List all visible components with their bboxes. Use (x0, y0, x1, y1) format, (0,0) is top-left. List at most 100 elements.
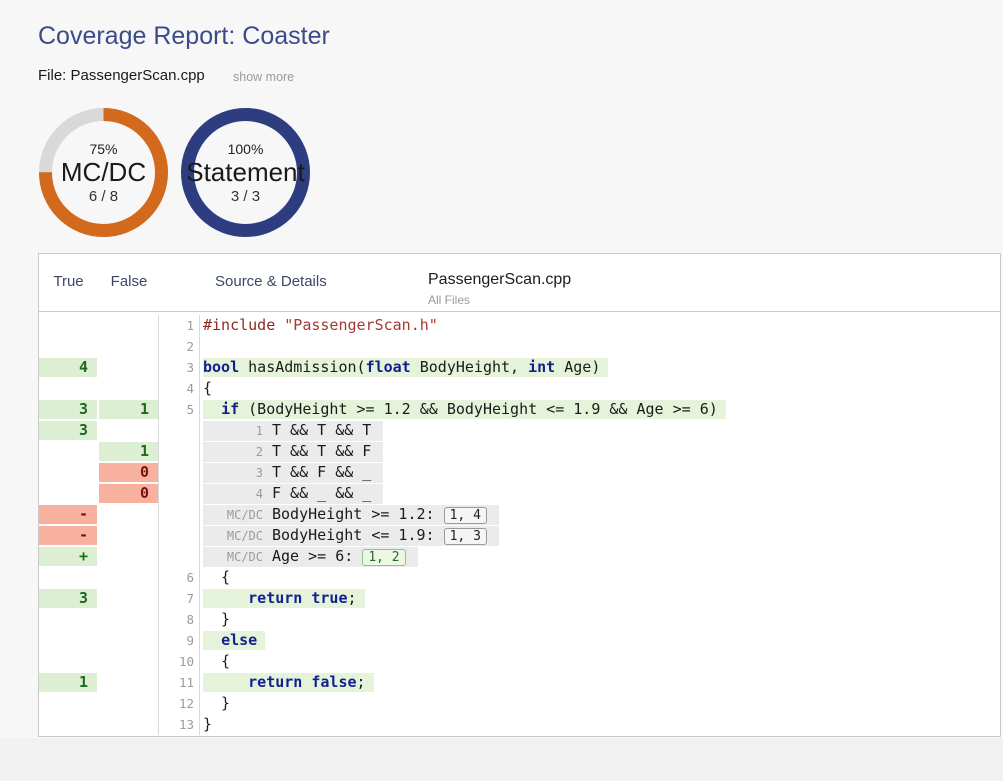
code-segment: T && T && F (272, 442, 372, 460)
false-count-cell (99, 336, 158, 357)
code-segment: (BodyHeight >= 1.2 && BodyHeight <= 1.9 … (239, 400, 718, 418)
source-cell: { (200, 378, 1000, 399)
true-count-cell (39, 609, 97, 630)
true-count-value: 3 (39, 400, 97, 419)
false-count-cell (99, 504, 158, 525)
false-count-value: 0 (99, 463, 158, 482)
line-number: 8 (158, 609, 200, 630)
condition-expression: T && F && _ (272, 463, 371, 481)
source-cell: 1 T && T && T (200, 420, 1000, 441)
mcdc-pair-badge: 1, 4 (443, 507, 487, 524)
code-segment: else (221, 631, 258, 649)
code-segment: { (203, 379, 213, 397)
false-count-value: 1 (99, 400, 158, 419)
code-segment: int (528, 358, 556, 376)
true-count-cell (39, 651, 97, 672)
line-number (158, 504, 200, 525)
true-count-cell: 3 (39, 588, 97, 609)
condition-label: MC/DC (226, 508, 263, 522)
line-number (158, 462, 200, 483)
false-count-cell (99, 588, 158, 609)
false-count-cell: 1 (99, 441, 158, 462)
code-row: 2 (39, 336, 1000, 357)
line-number: 2 (158, 336, 200, 357)
false-count-cell (99, 357, 158, 378)
code-segment: } (203, 610, 231, 628)
source-cell: #include "PassengerScan.h" (200, 315, 1000, 336)
code-line: } (203, 715, 220, 734)
footer-band (0, 738, 1003, 781)
false-count-cell (99, 651, 158, 672)
code-segment: return (248, 673, 303, 691)
false-count-value: 0 (99, 484, 158, 503)
true-count-cell: + (39, 546, 97, 567)
true-count-cell: - (39, 525, 97, 546)
line-number: 1 (158, 315, 200, 336)
code-segment: if (221, 400, 240, 418)
code-row: 10 { (39, 651, 1000, 672)
false-count-cell (99, 315, 158, 336)
code-segment: ; (347, 589, 357, 607)
condition-label: 1 (255, 424, 263, 438)
false-count-cell (99, 693, 158, 714)
true-count-cell (39, 336, 97, 357)
true-count-value: - (39, 526, 97, 545)
line-number: 5 (158, 399, 200, 420)
column-header-true: True (53, 273, 84, 290)
condition-expression: T && T && F (272, 442, 371, 460)
code-segment: #include (203, 316, 285, 334)
true-count-cell (39, 714, 97, 735)
true-count-value: + (39, 547, 97, 566)
code-segment: false (311, 673, 357, 691)
donut-metric: Statement (186, 156, 305, 187)
table-header: True False Source & Details PassengerSca… (39, 254, 1000, 312)
code-line: } (203, 610, 238, 629)
mcdc-pair-badge: 1, 2 (362, 549, 406, 566)
donut-ring (39, 108, 168, 237)
code-line: else (203, 631, 266, 650)
line-number: 10 (158, 651, 200, 672)
source-cell: } (200, 714, 1000, 735)
false-count-cell (99, 420, 158, 441)
code-row: 4{ (39, 378, 1000, 399)
source-cell: MC/DC BodyHeight >= 1.2: 1, 4 (200, 504, 1000, 525)
false-count-value: 1 (99, 442, 158, 461)
true-count-cell (39, 630, 97, 651)
code-row: 1#include "PassengerScan.h" (39, 315, 1000, 336)
code-row: 8 } (39, 609, 1000, 630)
code-segment (203, 631, 221, 649)
source-cell: bool hasAdmission(float BodyHeight, int … (200, 357, 1000, 378)
code-line: bool hasAdmission(float BodyHeight, int … (203, 358, 609, 377)
condition-label: MC/DC (226, 550, 263, 564)
line-number: 11 (158, 672, 200, 693)
line-number: 4 (158, 378, 200, 399)
condition-expression: T && T && T (272, 421, 371, 439)
column-header-false: False (110, 273, 148, 290)
false-count-cell (99, 630, 158, 651)
current-file-name: PassengerScan.cpp (428, 271, 572, 288)
line-number: 9 (158, 630, 200, 651)
condition-label: 4 (255, 487, 263, 501)
false-count-cell (99, 714, 158, 735)
true-count-cell: 1 (39, 672, 97, 693)
code-segment: T && F && _ (272, 463, 372, 481)
true-count-cell (39, 315, 97, 336)
code-line: { (203, 379, 220, 398)
true-count-value: 4 (39, 358, 97, 377)
condition-label: MC/DC (226, 529, 263, 543)
all-files-link[interactable]: All Files (428, 293, 471, 307)
file-label: File: PassengerScan.cpp (38, 67, 205, 84)
code-segment: BodyHeight >= 1.2: (272, 505, 444, 523)
show-more-link[interactable]: show more (233, 70, 295, 84)
